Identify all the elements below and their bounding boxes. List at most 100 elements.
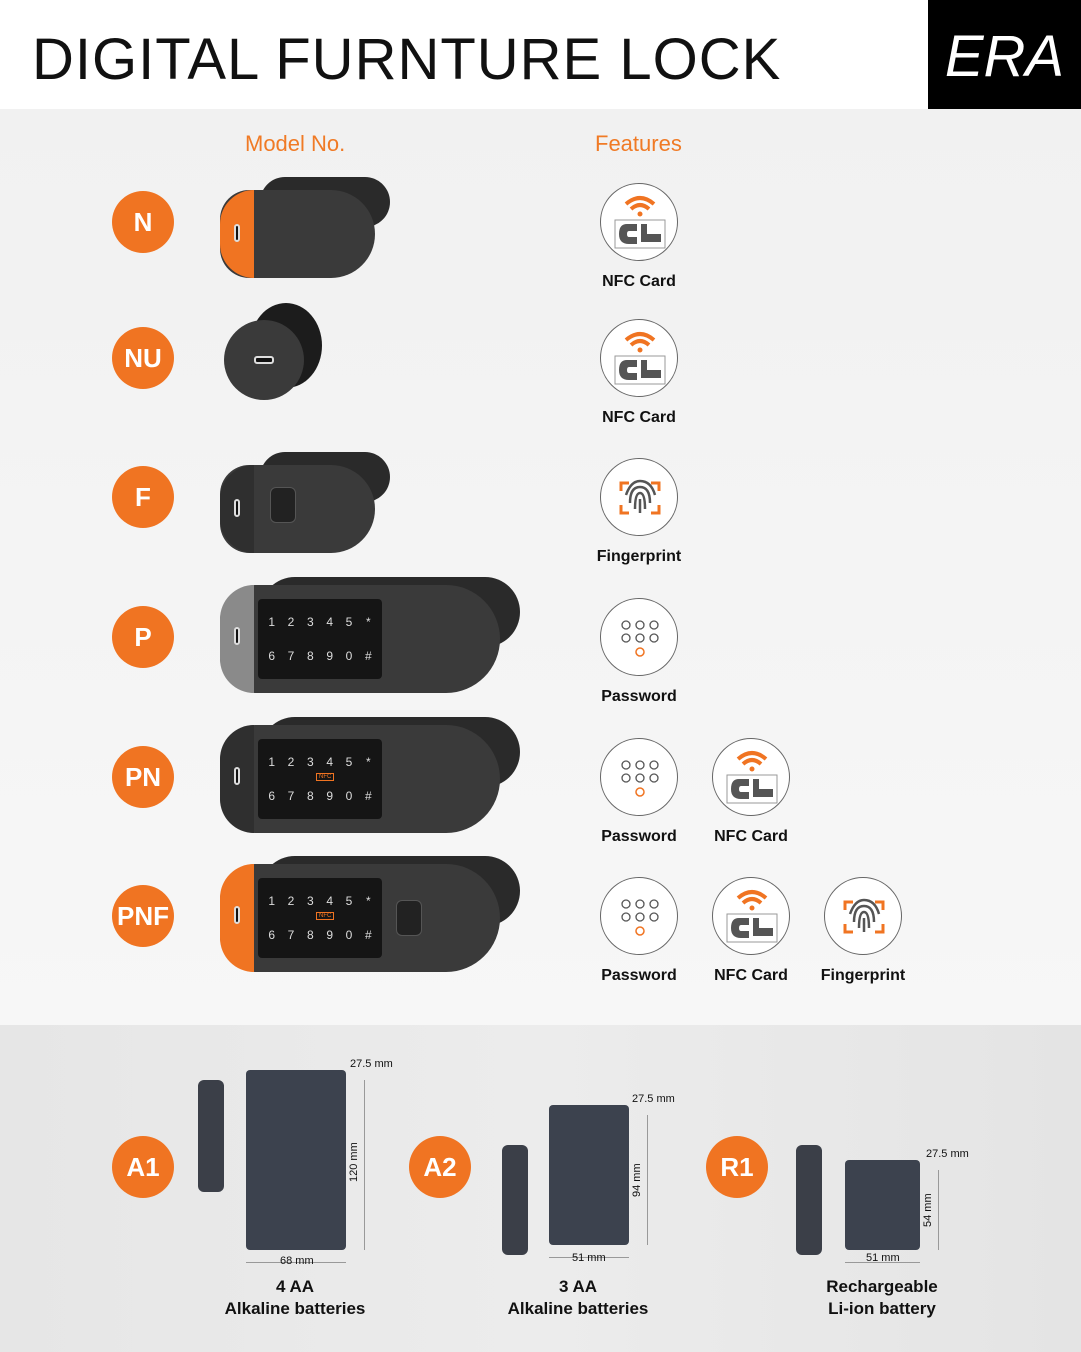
battery-box-r1 [845,1160,920,1250]
keypad-key: 9 [326,789,333,803]
nfc-card-icon [600,183,678,261]
height-label: 120 mm [348,1142,360,1182]
power-badge-a2: A2 [409,1136,471,1198]
keypad-key: 8 [306,789,314,803]
keypad-key: 1 [268,894,275,908]
feature-label: NFC Card [602,409,676,426]
keypad-key: 5 [345,615,353,629]
battery-description: 4 AA Alkaline batteries [185,1276,405,1320]
strike-plate [796,1145,822,1255]
model-column-header: Model No. [245,131,346,156]
keypad-key: 2 [287,755,295,769]
battery-line-1: Rechargeable [826,1277,938,1296]
feature-password: Password [579,598,699,706]
nfc-card-icon [600,319,678,397]
feature-label: NFC Card [602,273,676,290]
brand-logo: ERA [928,0,1081,109]
battery-line-1: 4 AA [275,1277,315,1296]
battery-line-2: Li-ion battery [828,1299,936,1318]
keypad-key: 3 [306,615,314,629]
keypad-key: 6 [268,928,275,942]
nfc-tag: NFC [316,773,335,781]
keypad-key: 0 [345,789,353,803]
keypad-key: 1 [268,615,275,629]
nfc-tag: NFC [316,912,335,920]
keypad-key: 7 [287,928,295,942]
password-icon [600,598,678,676]
page-title: DIGITAL FURNTURE LOCK [32,27,782,92]
model-badge-pnf: PNF [112,885,174,947]
keypad-key: # [364,649,372,663]
power-badge-a1: A1 [112,1136,174,1198]
battery-box-a1 [246,1070,346,1250]
feature-nfc-card: NFC Card [579,183,699,291]
height-dim-line [938,1170,939,1250]
depth-label: 27.5 mm [926,1148,969,1160]
keypad-key: # [364,928,372,942]
feature-nfc-card: NFC Card [579,319,699,427]
width-label: 51 mm [866,1252,900,1264]
width-label: 68 mm [280,1255,314,1267]
model-badge-p: P [112,606,174,668]
password-icon [600,877,678,955]
width-label: 51 mm [572,1252,606,1264]
usb-port-icon [254,356,274,364]
feature-nfc-card: NFC Card [691,738,811,846]
battery-line-2: Alkaline batteries [224,1299,366,1318]
feature-label: Fingerprint [596,548,682,565]
keypad-key: 4 [326,894,333,908]
header: DIGITAL FURNTURE LOCK ERA [0,0,1081,109]
battery-box-a2 [549,1105,629,1245]
keypad-key: 3 [306,894,314,908]
models-section [0,109,1081,1025]
lock-body [220,190,375,278]
keypad-key: 8 [306,928,314,942]
keypad-key: 7 [287,789,295,803]
feature-label: Password [601,828,677,845]
nfc-card-icon [712,738,790,816]
depth-label: 27.5 mm [632,1093,675,1105]
width-dim-line [246,1262,346,1263]
battery-line-2: Alkaline batteries [507,1299,649,1318]
keypad-key: * [365,894,371,908]
features-column-header: Features [595,131,682,156]
lock-image-nu [220,298,530,418]
usb-port-icon [234,627,240,645]
keypad-key: * [365,615,371,629]
keypad-key: 4 [326,755,333,769]
usb-port-icon [234,224,240,242]
fingerprint-icon [600,458,678,536]
keypad-key: 9 [326,649,333,663]
height-label: 54 mm [922,1193,934,1227]
keypad-key: 9 [326,928,333,942]
keypad-key: 6 [268,649,275,663]
model-badge-pn: PN [112,746,174,808]
keypad-key: 7 [287,649,295,663]
fingerprint-sensor [396,900,422,936]
keypad-key: 0 [345,928,353,942]
usb-port-icon [234,906,240,924]
strike-plate [502,1145,528,1255]
lock-body [220,465,375,553]
lock-image-n [220,162,530,282]
keypad-key: * [365,755,371,769]
keypad-key: 3 [306,755,314,769]
model-badge-nu: NU [112,327,174,389]
keypad-key: 6 [268,789,275,803]
feature-label: Password [601,967,677,984]
model-badge-n: N [112,191,174,253]
depth-label: 27.5 mm [350,1058,393,1070]
model-badge-f: F [112,466,174,528]
feature-password: Password [579,738,699,846]
fingerprint-icon [824,877,902,955]
feature-fingerprint: Fingerprint [803,877,923,985]
